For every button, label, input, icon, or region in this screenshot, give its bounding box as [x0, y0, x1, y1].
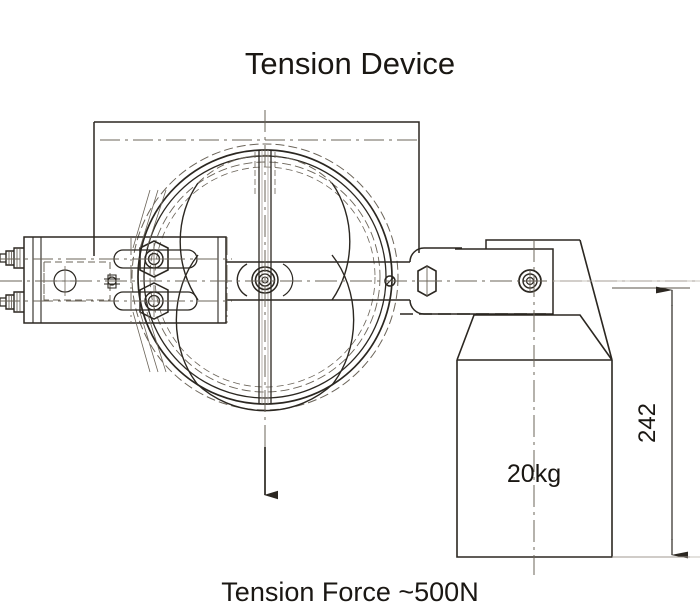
weight-label: 20kg: [507, 460, 561, 488]
center-lines: [0, 110, 700, 575]
page-title: Tension Device: [245, 46, 455, 81]
left-bolt-lower: [0, 291, 24, 313]
top-mounting-plate: [93, 121, 420, 256]
left-bolt-upper: [0, 247, 24, 269]
bracket-guide-lines: [132, 189, 167, 373]
tension-force-caption: Tension Force ~500N: [221, 577, 478, 607]
dimension-label-242: 242: [634, 403, 661, 443]
upper-slot-bolt: [113, 240, 198, 278]
